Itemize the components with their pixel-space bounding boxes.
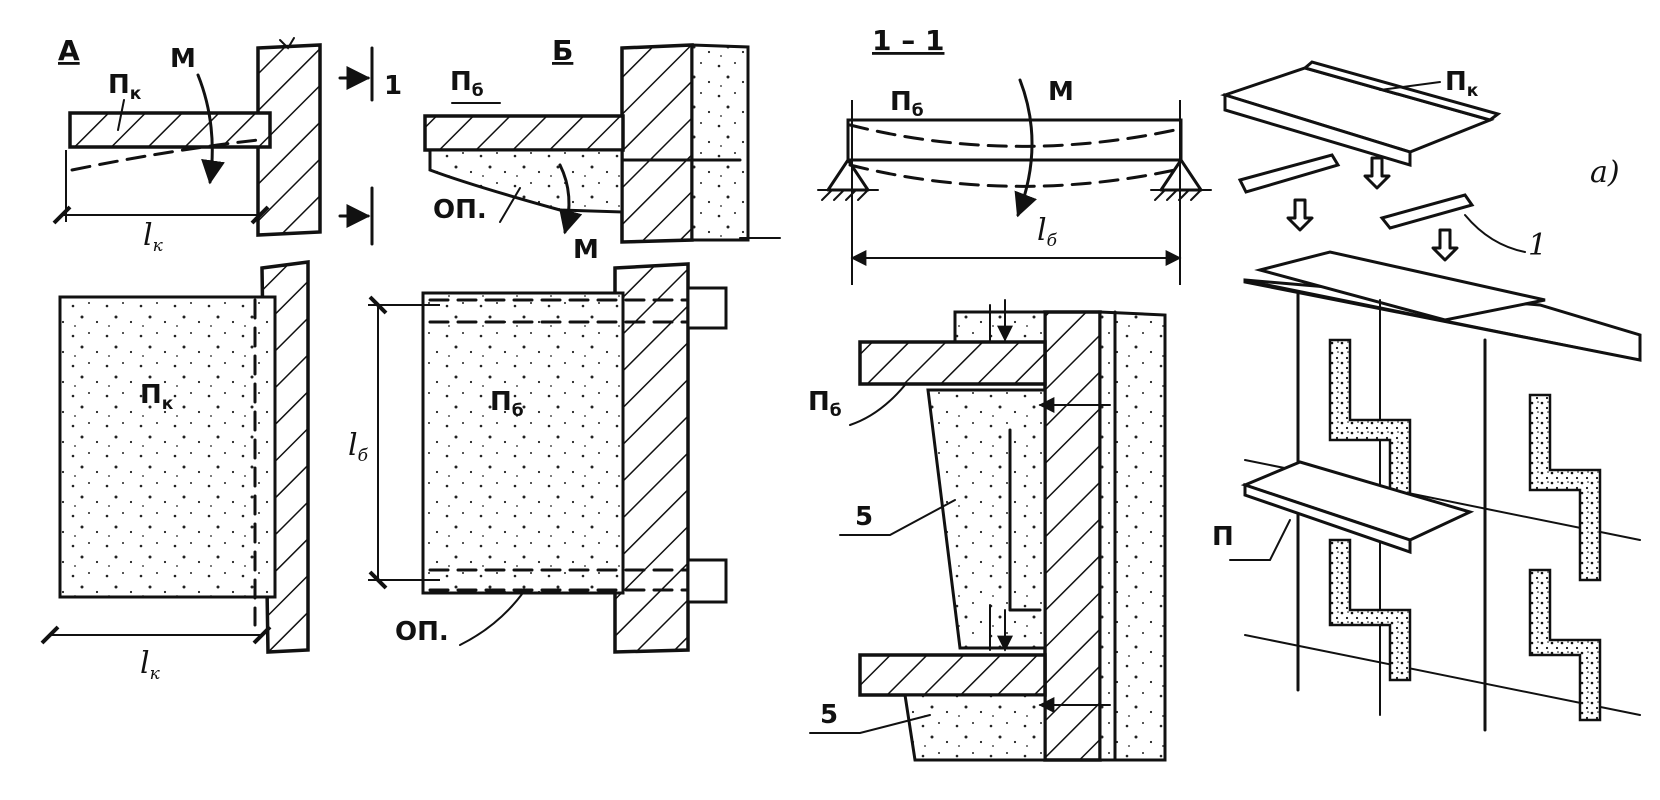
moment-arrow-a	[196, 73, 225, 185]
moment-label-beam: М	[1048, 77, 1074, 107]
bracket-number-1: 1	[1528, 228, 1547, 263]
pb-label-beam: Пб	[890, 87, 924, 121]
moment-arrow-b	[558, 163, 583, 235]
slab-pb-beam	[846, 118, 1183, 162]
view-a-section: А М Пк lк 1	[52, 34, 402, 256]
pk-label-axo: Пк	[1445, 67, 1479, 101]
pb-label-b: Пб	[450, 67, 484, 101]
lb-dimension-label-beam: lб	[1037, 213, 1058, 251]
console-5-lower	[903, 693, 1047, 762]
section-mark-1: 1	[384, 71, 402, 101]
axonometric-view: а) Пк 1 П	[1212, 60, 1642, 732]
console-number-5-upper: 5	[855, 502, 873, 532]
slab-pb-section	[423, 114, 625, 152]
section-1-1-beam: 1 – 1 Пб М lб	[817, 24, 1212, 285]
slab-pb-plan	[421, 291, 625, 595]
wall-section-1-1	[1043, 310, 1102, 762]
p-label-axo: П	[1212, 522, 1234, 552]
section-heading: 1 – 1	[872, 24, 944, 57]
cantilever-slab-pk	[68, 111, 272, 149]
lb-dimension-label-plan: lб	[348, 428, 369, 466]
op-label-plan: ОП.	[395, 617, 449, 647]
slab-pb-upper	[858, 340, 1047, 386]
cantilever-slab-plan	[58, 295, 277, 599]
console-5-upper	[926, 388, 1047, 650]
pb-label-wall: Пб	[808, 387, 842, 421]
view-b-plan: lб Пб ОП.	[348, 262, 728, 654]
op-label-b: ОП.	[433, 195, 487, 225]
view-a-heading: А	[58, 34, 80, 67]
variant-a-label: а)	[1590, 155, 1620, 190]
view-a-plan: Пк lк	[40, 260, 310, 684]
moment-arrow-beam	[1014, 78, 1037, 218]
view-b-section: Б Пб ОП. М	[423, 34, 781, 265]
console-number-5-lower: 5	[820, 700, 838, 730]
bracket-1-left	[1237, 153, 1341, 194]
lk-dimension-label-a: lк	[143, 218, 164, 256]
view-b-heading: Б	[552, 34, 573, 67]
pb-label-plan: Пб	[490, 387, 524, 421]
bracket-1-right	[1379, 193, 1475, 230]
wall-a-section	[256, 43, 322, 237]
slab-lower	[858, 653, 1047, 697]
lk-dimension-label-plan: lк	[140, 646, 161, 684]
moment-label-b: М	[573, 235, 599, 265]
pk-label-a: Пк	[108, 70, 142, 104]
pk-label-plan: Пк	[140, 380, 174, 414]
moment-label-a: М	[170, 44, 196, 74]
wall-b-section	[620, 43, 694, 244]
section-1-1-wall: Пб 5 5	[808, 299, 1167, 762]
